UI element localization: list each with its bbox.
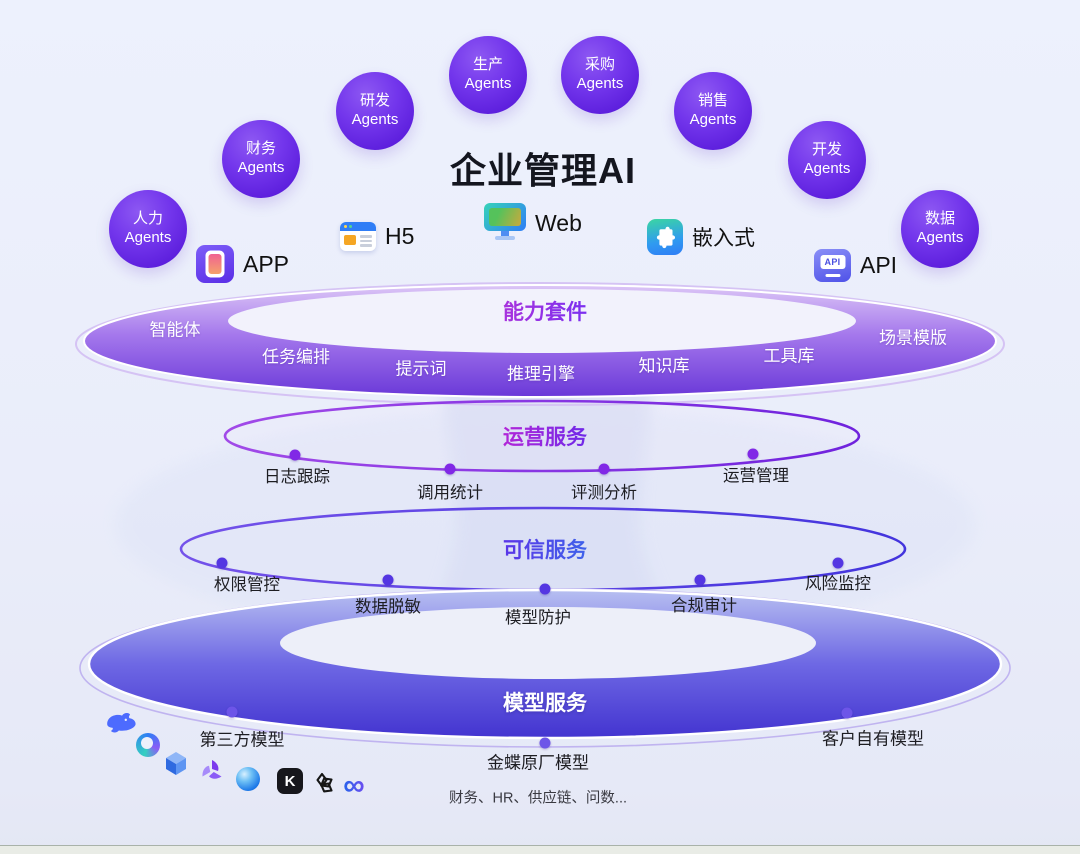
layer-title-capability: 能力套件 (503, 296, 587, 326)
pinwheel-model-icon (199, 758, 225, 784)
capability-item: 智能体 (149, 320, 201, 340)
agent-label: 人力 (132, 210, 163, 228)
openai-icon (308, 771, 336, 799)
channel-label: 嵌入式 (692, 227, 755, 250)
capability-item: 任务编排 (262, 347, 330, 367)
agent-bubble-data: 数据 Agents (901, 190, 979, 268)
agent-label: 销售 (697, 92, 728, 110)
trusted-item: 数据脱敏 (355, 598, 421, 616)
model-item-customer: 客户自有模型 (822, 729, 924, 749)
agent-bubble-finance: 财务 Agents (222, 120, 300, 198)
agent-bubble-rd: 研发 Agents (336, 72, 414, 150)
api-icon: API (814, 249, 851, 282)
channel-api: API API (814, 249, 897, 282)
agent-label: 财务 (245, 140, 276, 158)
operation-item: 日志跟踪 (264, 468, 330, 486)
hunyuan-icon (136, 733, 160, 757)
agent-label: 开发 (811, 141, 842, 159)
layer-title-trusted: 可信服务 (503, 534, 587, 564)
operation-item: 评测分析 (571, 484, 637, 502)
model-item-kingdee: 金蝶原厂模型 (487, 753, 589, 773)
layer-title-operation: 运营服务 (503, 421, 587, 451)
agent-bubble-dev: 开发 Agents (788, 121, 866, 199)
channel-h5: H5 (340, 222, 414, 251)
agent-bubble-production: 生产 Agents (449, 36, 527, 114)
h5-icon (340, 222, 376, 251)
channel-app: APP (196, 245, 289, 283)
model-item-third-party: 第三方模型 (199, 730, 285, 750)
node-dot (444, 463, 456, 475)
channel-web: Web (484, 203, 582, 243)
web-icon (484, 203, 526, 243)
meta-icon: ∞ (343, 769, 365, 802)
api-icon-text: API (820, 255, 845, 269)
kimi-icon: K (277, 768, 303, 794)
agent-label: Agents (237, 159, 285, 176)
agent-label: Agents (803, 160, 851, 177)
agent-label: Agents (916, 229, 964, 246)
node-dot (841, 707, 853, 719)
agent-label: Agents (576, 75, 624, 92)
trusted-item: 模型防护 (505, 609, 571, 627)
trusted-item: 权限管控 (214, 576, 280, 594)
node-dot (598, 463, 610, 475)
operation-item: 运营管理 (723, 467, 789, 485)
agent-label: 数据 (924, 210, 955, 228)
deepseek-icon (104, 710, 138, 736)
cube-model-icon (163, 750, 189, 776)
channel-label: APP (243, 250, 290, 277)
node-dot (747, 448, 759, 460)
channel-label: API (860, 252, 898, 278)
spark-icon (236, 767, 260, 791)
capability-item: 工具库 (763, 346, 815, 366)
capability-item: 推理引擎 (507, 364, 575, 384)
bottom-window-edge (0, 845, 1080, 854)
kimi-icon-text: K (284, 772, 296, 790)
trusted-item: 合规审计 (671, 597, 737, 615)
agent-label: 采购 (584, 56, 615, 74)
layer-title-model: 模型服务 (503, 692, 587, 715)
node-dot (216, 557, 228, 569)
capability-item: 提示词 (395, 359, 447, 379)
node-dot (832, 557, 844, 569)
node-dot (382, 574, 394, 586)
agent-label: 生产 (472, 56, 503, 74)
puzzle-icon (647, 219, 683, 255)
capability-item: 知识库 (638, 356, 690, 376)
agent-label: Agents (351, 111, 399, 128)
channel-embed: 嵌入式 (647, 219, 755, 255)
operation-item: 调用统计 (417, 484, 483, 502)
agent-label: Agents (689, 111, 737, 128)
capability-item: 场景模版 (879, 328, 947, 348)
page-title: 企业管理AI (449, 150, 637, 191)
node-dot (289, 449, 301, 461)
channel-label: H5 (385, 223, 415, 249)
node-dot (694, 574, 706, 586)
node-dot (539, 583, 551, 595)
agent-bubble-sales: 销售 Agents (674, 72, 752, 150)
trusted-item: 风险监控 (805, 575, 871, 593)
agent-label: Agents (124, 229, 172, 246)
app-icon (196, 245, 234, 283)
agent-label: 研发 (359, 92, 390, 110)
channel-label: Web (535, 209, 582, 236)
agent-label: Agents (464, 75, 512, 92)
agent-bubble-hr: 人力 Agents (109, 190, 187, 268)
node-dot (226, 706, 238, 718)
node-dot (539, 737, 551, 749)
model-caption: 财务、HR、供应链、问数... (448, 790, 628, 807)
agent-bubble-procurement: 采购 Agents (561, 36, 639, 114)
